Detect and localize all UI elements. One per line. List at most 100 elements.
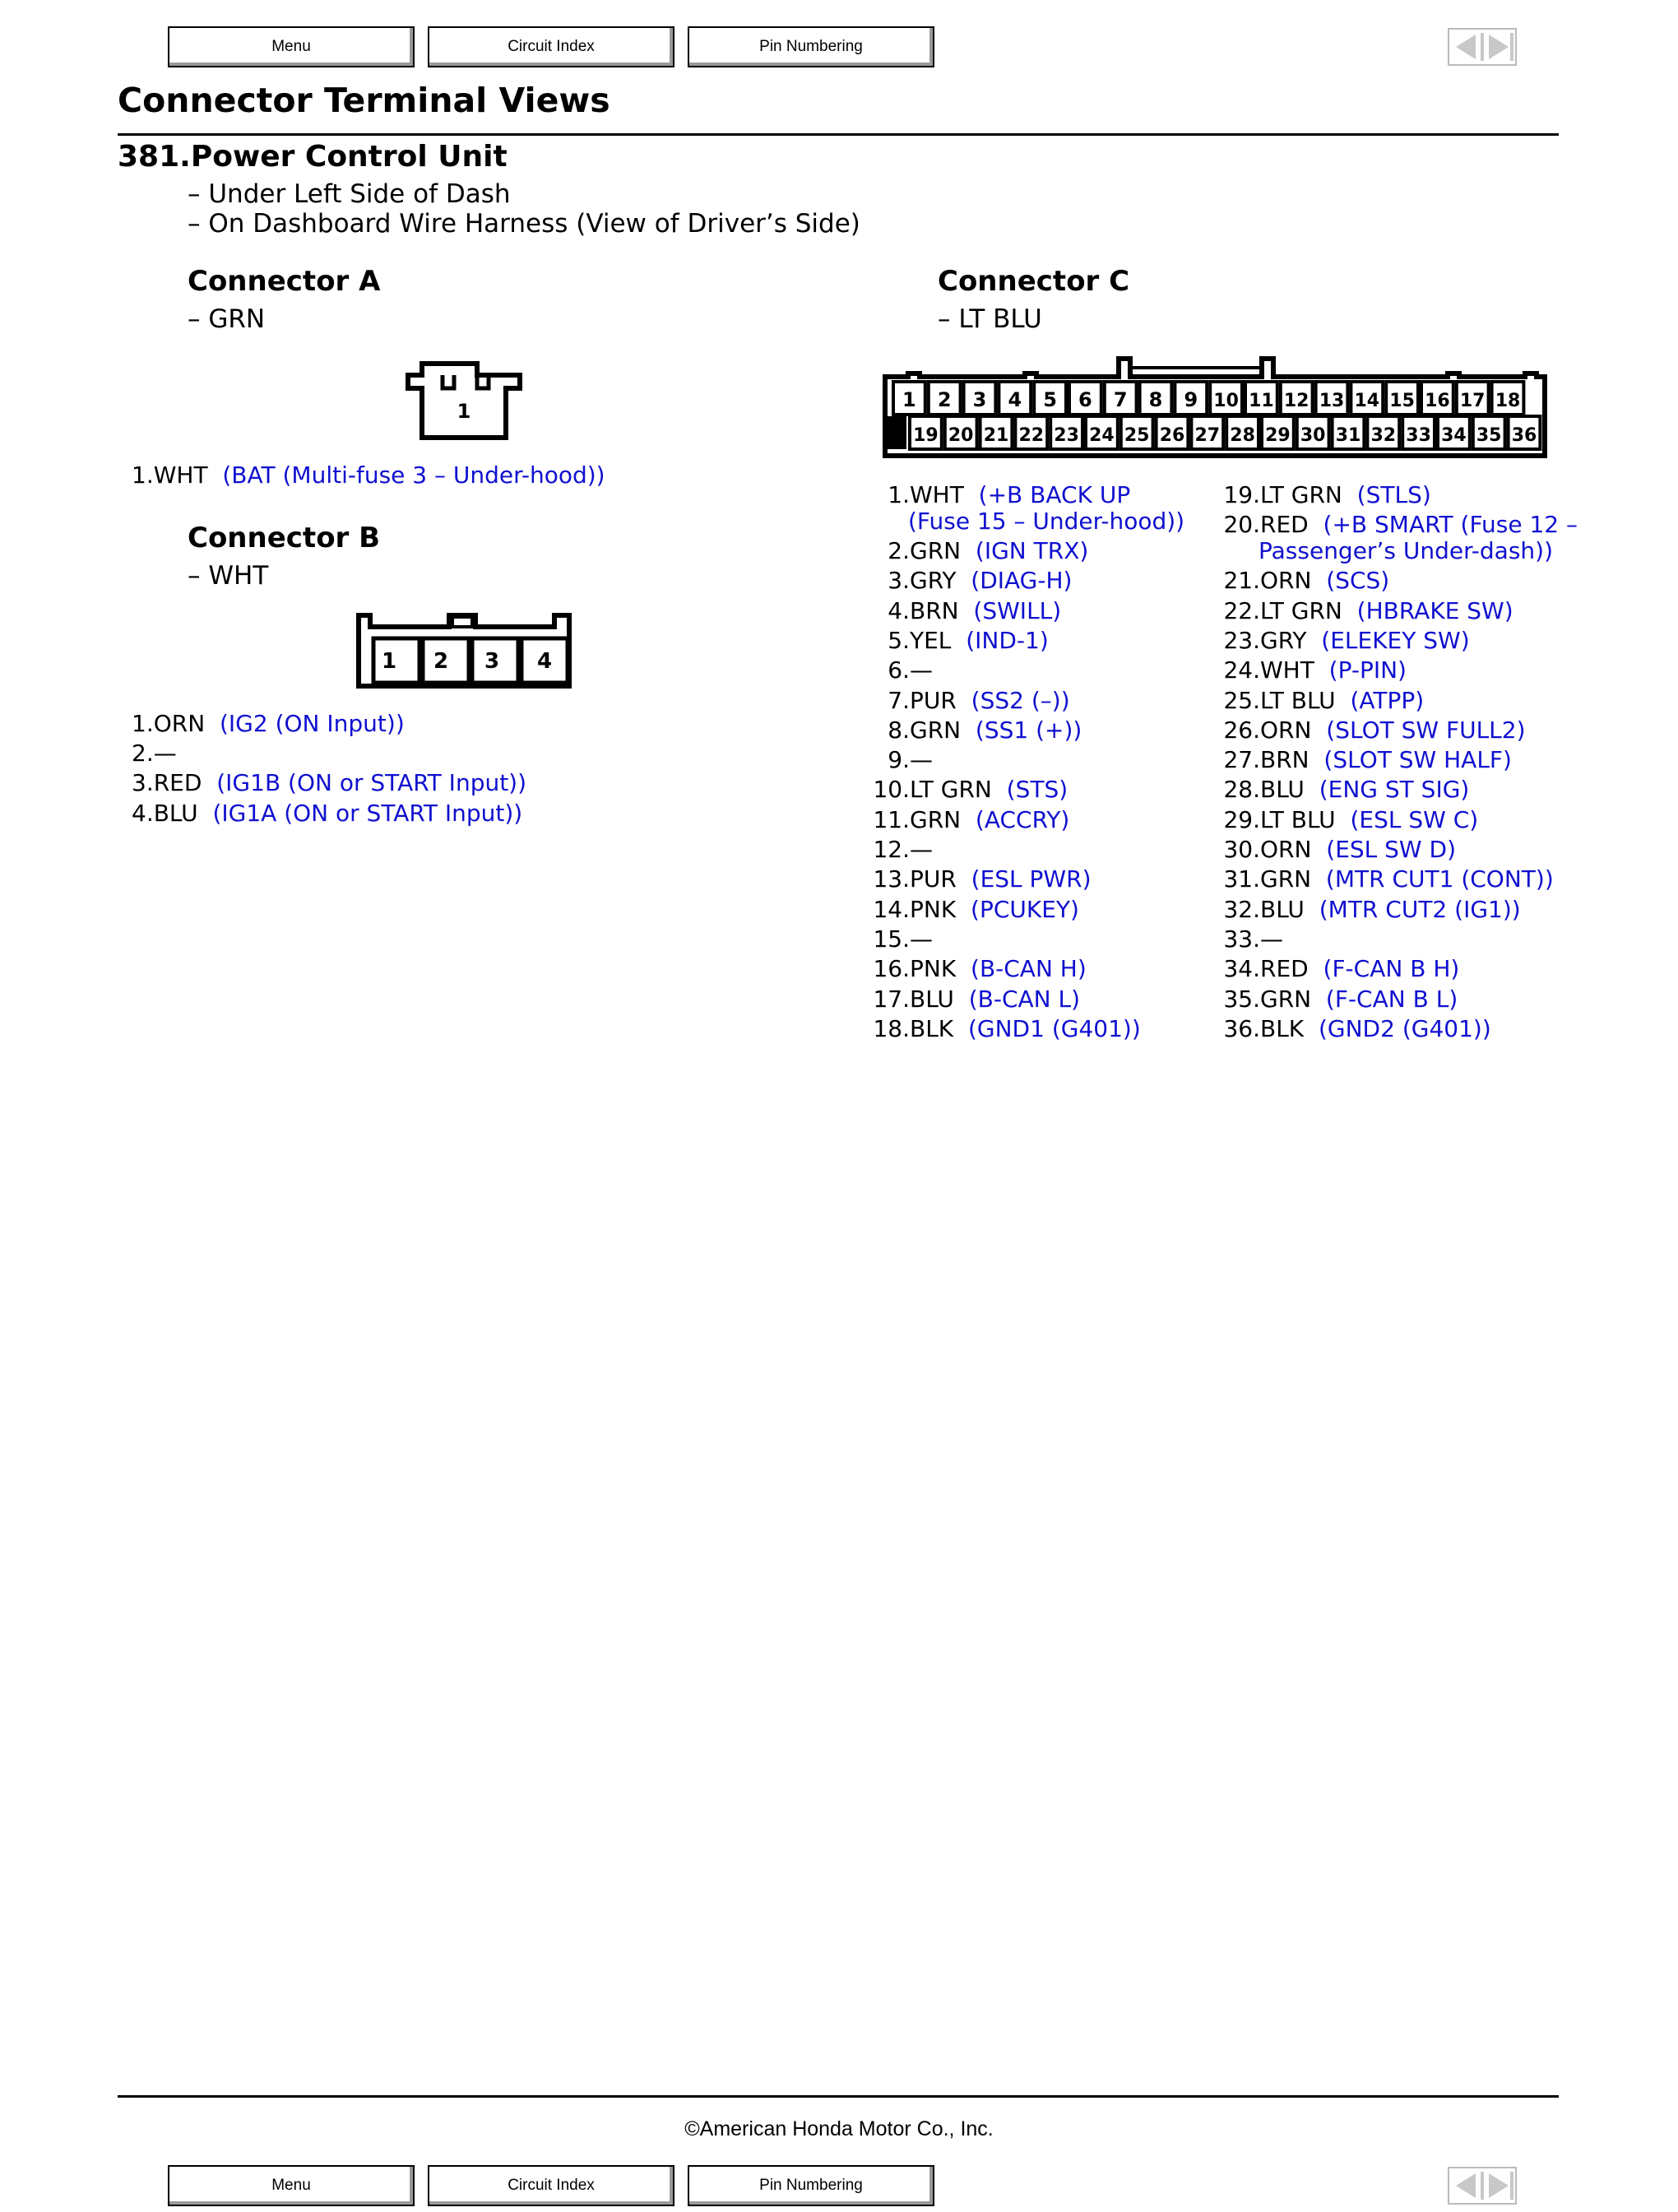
connector-c-pin-32: 32.BLU (MTR CUT2 (IG1)) [1223, 895, 1521, 923]
connector-c-cell-top [1244, 380, 1279, 416]
connector-c-pin-15: 15.— [873, 925, 933, 953]
connector-c-pin-10: 10.LT GRN (STS) [873, 776, 1068, 804]
top-nav-bar: Menu Circuit Index Pin Numbering [168, 26, 1517, 71]
connector-c-pin-7: 7.PUR (SS2 (–)) [888, 686, 1070, 714]
connector-a-terminal-label: 1 [457, 400, 471, 423]
connector-c-terminal-25: 25 [1124, 425, 1150, 446]
connector-c-cell-bottom [1471, 415, 1507, 451]
connector-c-pin-22: 22.LT GRN (HBRAKE SW) [1223, 596, 1513, 624]
connector-c-color: – LT BLU [938, 304, 1042, 334]
connector-c-terminal-21: 21 [984, 425, 1009, 446]
connector-c-cell-bottom [1365, 415, 1402, 451]
connector-c-pin-34: 34.RED (F-CAN B H) [1223, 955, 1460, 983]
connector-b-heading: Connector B [188, 522, 381, 554]
connector-a-diagram: 1 [406, 361, 522, 440]
connector-c-pin-35: 35.GRN (F-CAN B L) [1223, 985, 1458, 1013]
connector-c-pin-28: 28.BLU (ENG ST SIG) [1223, 776, 1470, 804]
connector-c-terminal-19: 19 [913, 425, 939, 446]
bottom-nav-bar: Menu Circuit Index Pin Numbering [168, 2165, 1517, 2210]
connector-b-terminal-2: 2 [433, 649, 448, 674]
connector-c-terminal-33: 33 [1406, 425, 1431, 446]
connector-c-cell-top [892, 380, 927, 416]
connector-c-terminal-11: 11 [1249, 391, 1274, 411]
connector-c-pin-20: 20.RED (+B SMART (Fuse 12 – [1223, 511, 1578, 539]
connector-c-pin-1: 1.WHT (+B BACK UP [888, 481, 1131, 508]
connector-c-cell-bottom [978, 415, 1014, 451]
prev-next-arrows-icon[interactable] [1448, 2167, 1517, 2205]
circuit-index-button[interactable]: Circuit Index [428, 26, 674, 67]
copyright-text: ©American Honda Motor Co., Inc. [684, 2117, 994, 2140]
connector-c-pin-31: 31.GRN (MTR CUT1 (CONT)) [1223, 865, 1554, 893]
pin-numbering-button[interactable]: Pin Numbering [688, 26, 934, 67]
connector-c-terminal-10: 10 [1213, 391, 1239, 411]
pin-numbering-button[interactable]: Pin Numbering [688, 2165, 934, 2206]
connector-c-pin-33: 33.— [1223, 925, 1283, 953]
connector-c-terminal-35: 35 [1476, 425, 1502, 446]
connector-c-terminal-7: 7 [1114, 388, 1128, 411]
location-line-2: – On Dashboard Wire Harness (View of Dri… [188, 209, 860, 239]
connector-c-cell-bottom [1401, 415, 1437, 451]
connector-c-pin-27: 27.BRN (SLOT SW HALF) [1223, 746, 1512, 774]
connector-c-terminal-31: 31 [1336, 425, 1361, 446]
connector-c-cell-bottom [1436, 415, 1472, 451]
connector-c-pin-4: 4.BRN (SWILL) [888, 596, 1062, 624]
connector-c-terminal-36: 36 [1512, 425, 1537, 446]
connector-c-cell-top [997, 380, 1033, 416]
connector-c-cell-top [1208, 380, 1245, 416]
connector-b-diagram: 1 2 3 4 [356, 613, 572, 689]
connector-c-cell-bottom [1260, 415, 1296, 451]
connector-c-cell-bottom [1084, 415, 1119, 451]
connector-c-terminal-20: 20 [948, 425, 974, 446]
connector-a-pin-1: 1.WHT (BAT (Multi-fuse 3 – Under-hood)) [132, 461, 605, 489]
connector-c-pin-1-cont: (Fuse 15 – Under-hood)) [908, 508, 1185, 535]
menu-button[interactable]: Menu [168, 2165, 415, 2206]
connector-c-cell-bottom [1119, 415, 1155, 451]
connector-c-cell-top [1490, 380, 1526, 416]
connector-c-pin-20-cont: Passenger’s Under-dash)) [1258, 537, 1554, 565]
connector-c-cell-top [1314, 380, 1350, 416]
connector-c-terminal-28: 28 [1230, 425, 1255, 446]
connector-c-cell-bottom [1225, 415, 1261, 451]
connector-c-cell-top [1454, 380, 1490, 416]
connector-c-pin-17: 17.BLU (B-CAN L) [873, 985, 1081, 1013]
connector-a-color: – GRN [188, 304, 266, 334]
connector-c-terminal-23: 23 [1054, 425, 1079, 446]
connector-c-cell-bottom [908, 415, 943, 451]
connector-c-terminal-15: 15 [1389, 391, 1415, 411]
connector-c-pin-24: 24.WHT (P-PIN) [1223, 656, 1407, 684]
connector-c-cell-bottom [943, 415, 979, 451]
connector-c-pin-30: 30.ORN (ESL SW D) [1223, 836, 1456, 863]
connector-c-pin-3: 3.GRY (DIAG-H) [888, 567, 1073, 595]
connector-c-cell-top [1349, 380, 1385, 416]
prev-next-arrows-icon[interactable] [1448, 28, 1517, 66]
connector-c-pin-5: 5.YEL (IND-1) [888, 626, 1049, 654]
connector-b-pin-3: 3.RED (IG1B (ON or START Input)) [132, 769, 527, 796]
connector-c-pin-25: 25.LT BLU (ATPP) [1223, 686, 1425, 714]
connector-c-terminal-12: 12 [1284, 391, 1309, 411]
connector-c-pin-16: 16.PNK (B-CAN H) [873, 955, 1087, 983]
connector-c-pin-14: 14.PNK (PCUKEY) [873, 895, 1079, 923]
connector-b-pin-4: 4.BLU (IG1A (ON or START Input)) [132, 800, 523, 827]
connector-c-pin-26: 26.ORN (SLOT SW FULL2) [1223, 716, 1526, 744]
connector-c-terminal-1: 1 [902, 388, 916, 411]
connector-c-heading: Connector C [938, 265, 1130, 298]
connector-b-terminal-4: 4 [537, 649, 552, 674]
connector-c-terminal-2: 2 [938, 388, 952, 411]
circuit-index-button[interactable]: Circuit Index [428, 2165, 674, 2206]
connector-c-terminal-34: 34 [1441, 425, 1467, 446]
connector-c-pin-18: 18.BLK (GND1 (G401)) [873, 1014, 1141, 1042]
connector-c-edge [885, 416, 906, 449]
connector-c-terminal-30: 30 [1300, 425, 1326, 446]
connector-c-terminal-32: 32 [1370, 425, 1396, 446]
connector-b-pin-1: 1.ORN (IG2 (ON Input)) [132, 710, 405, 737]
connector-c-terminal-8: 8 [1149, 388, 1163, 411]
connector-c-terminal-3: 3 [973, 388, 987, 411]
connector-b-terminal-1: 1 [382, 649, 396, 674]
menu-button[interactable]: Menu [168, 26, 415, 67]
connector-c-terminal-14: 14 [1354, 391, 1379, 411]
connector-c-pin-11: 11.GRN (ACCRY) [873, 805, 1070, 833]
connector-c-pin-6: 6.— [888, 656, 933, 684]
connector-c-cell-bottom [1330, 415, 1366, 451]
connector-c-terminal-26: 26 [1160, 425, 1185, 446]
